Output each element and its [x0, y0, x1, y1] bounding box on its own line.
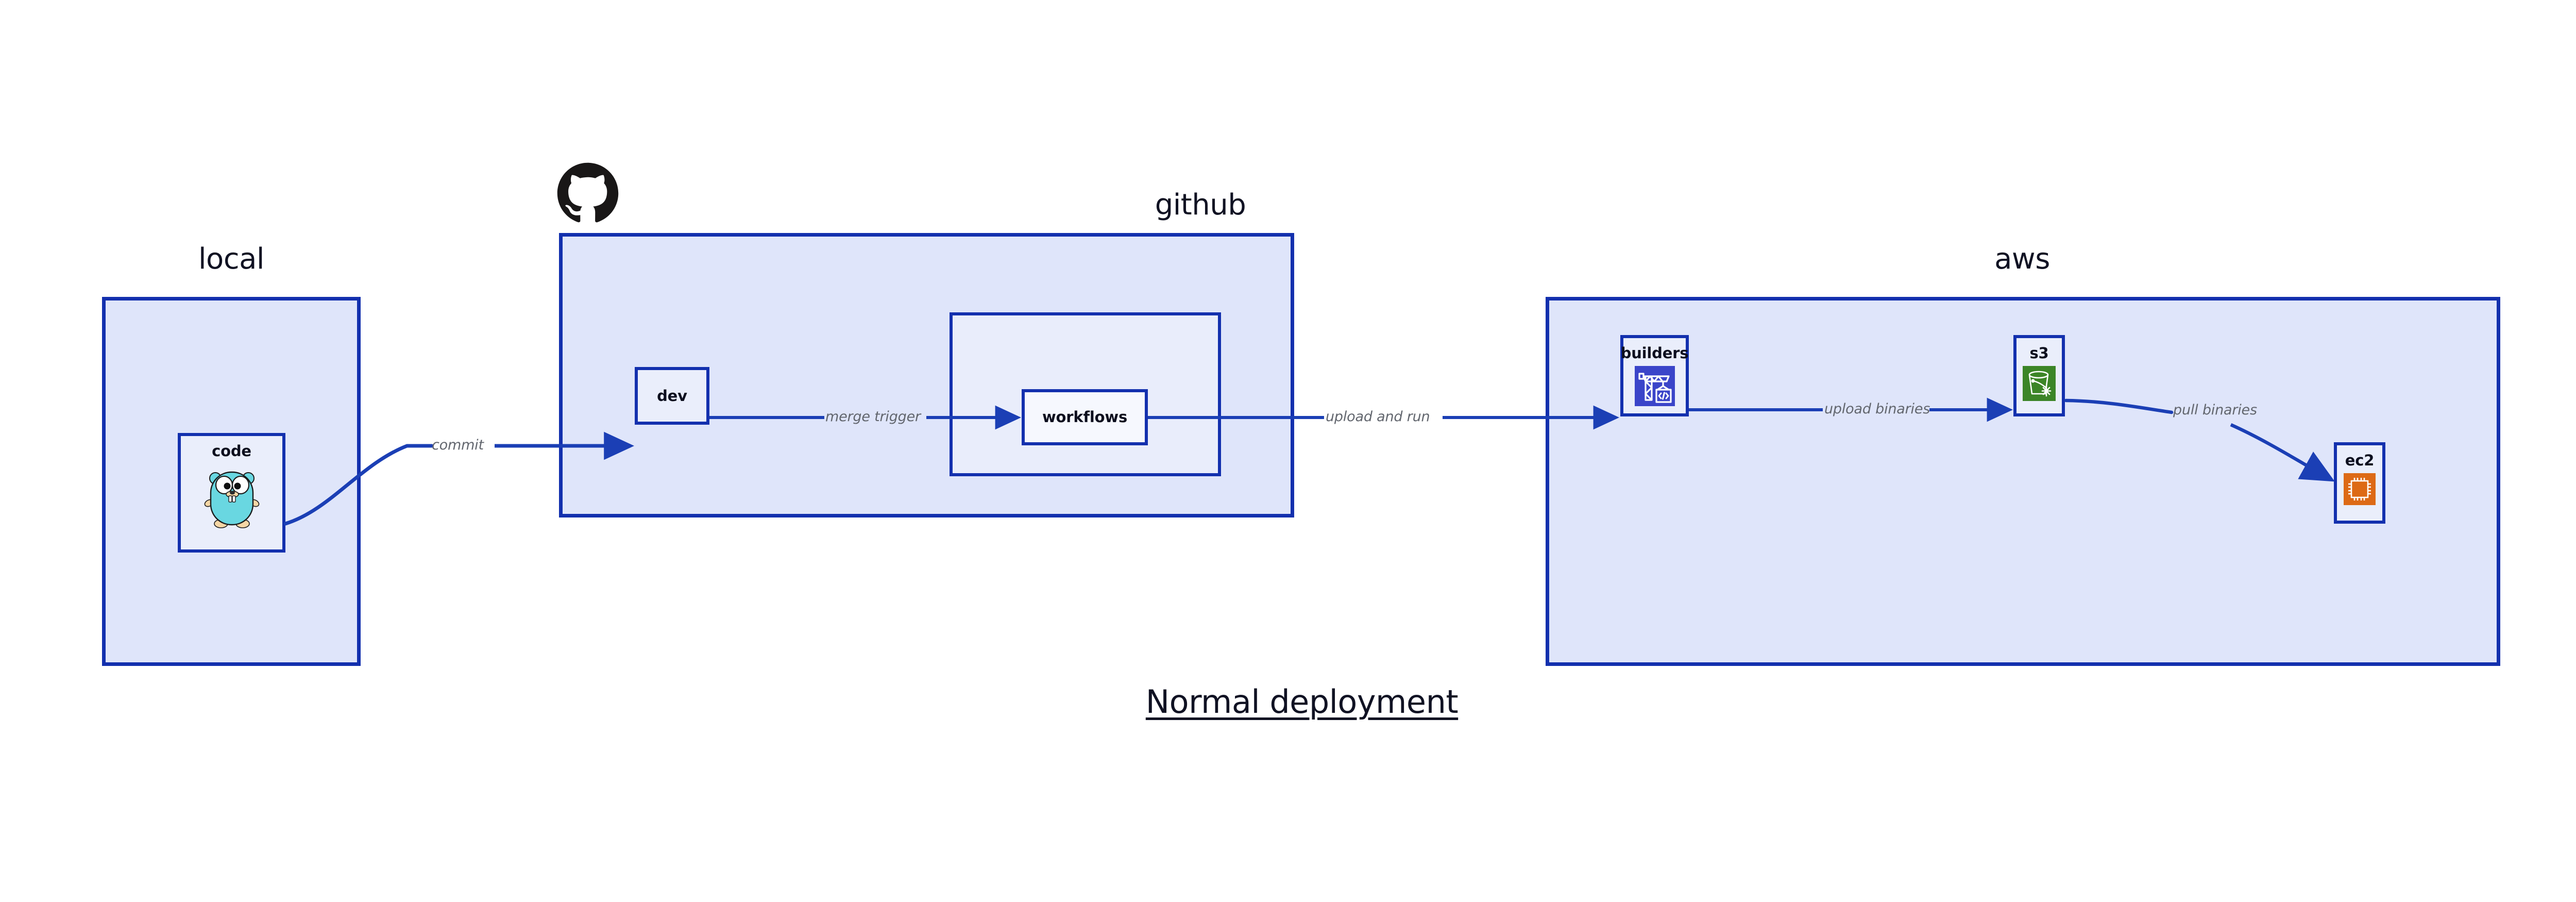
node-s3-label: s3 — [2029, 344, 2049, 362]
node-ec2[interactable]: ec2 — [2334, 442, 2385, 524]
github-octocat-icon — [557, 162, 619, 223]
edge-label-pull-binaries: pull binaries — [2173, 402, 2257, 418]
aws-s3-bucket-icon — [2023, 366, 2056, 402]
aws-ec2-chip-icon — [2344, 473, 2376, 506]
node-builders[interactable]: builders — [1620, 335, 1689, 416]
edge-label-upload-binaries: upload binaries — [1824, 401, 1930, 417]
group-title-local: local — [198, 242, 264, 276]
diagram-caption: Normal deployment — [1145, 683, 1459, 721]
node-s3[interactable]: s3 — [2013, 335, 2065, 416]
node-code[interactable]: code — [178, 433, 285, 553]
go-gopher-icon — [204, 472, 259, 529]
node-workflows[interactable]: workflows — [1022, 389, 1148, 445]
node-ec2-label: ec2 — [2345, 452, 2375, 469]
group-title-github: github — [1155, 188, 1246, 222]
node-code-label: code — [212, 442, 251, 460]
group-title-aws: aws — [1994, 242, 2050, 276]
node-builders-label: builders — [1620, 344, 1689, 362]
node-dev[interactable]: dev — [635, 367, 709, 425]
edge-label-upload-and-run: upload and run — [1326, 409, 1430, 425]
node-workflows-label: workflows — [1042, 408, 1128, 426]
node-dev-label: dev — [657, 387, 687, 405]
aws-crane-builder-icon — [1634, 366, 1675, 407]
edge-label-commit: commit — [432, 437, 484, 453]
edge-label-merge-trigger: merge trigger — [825, 409, 921, 425]
